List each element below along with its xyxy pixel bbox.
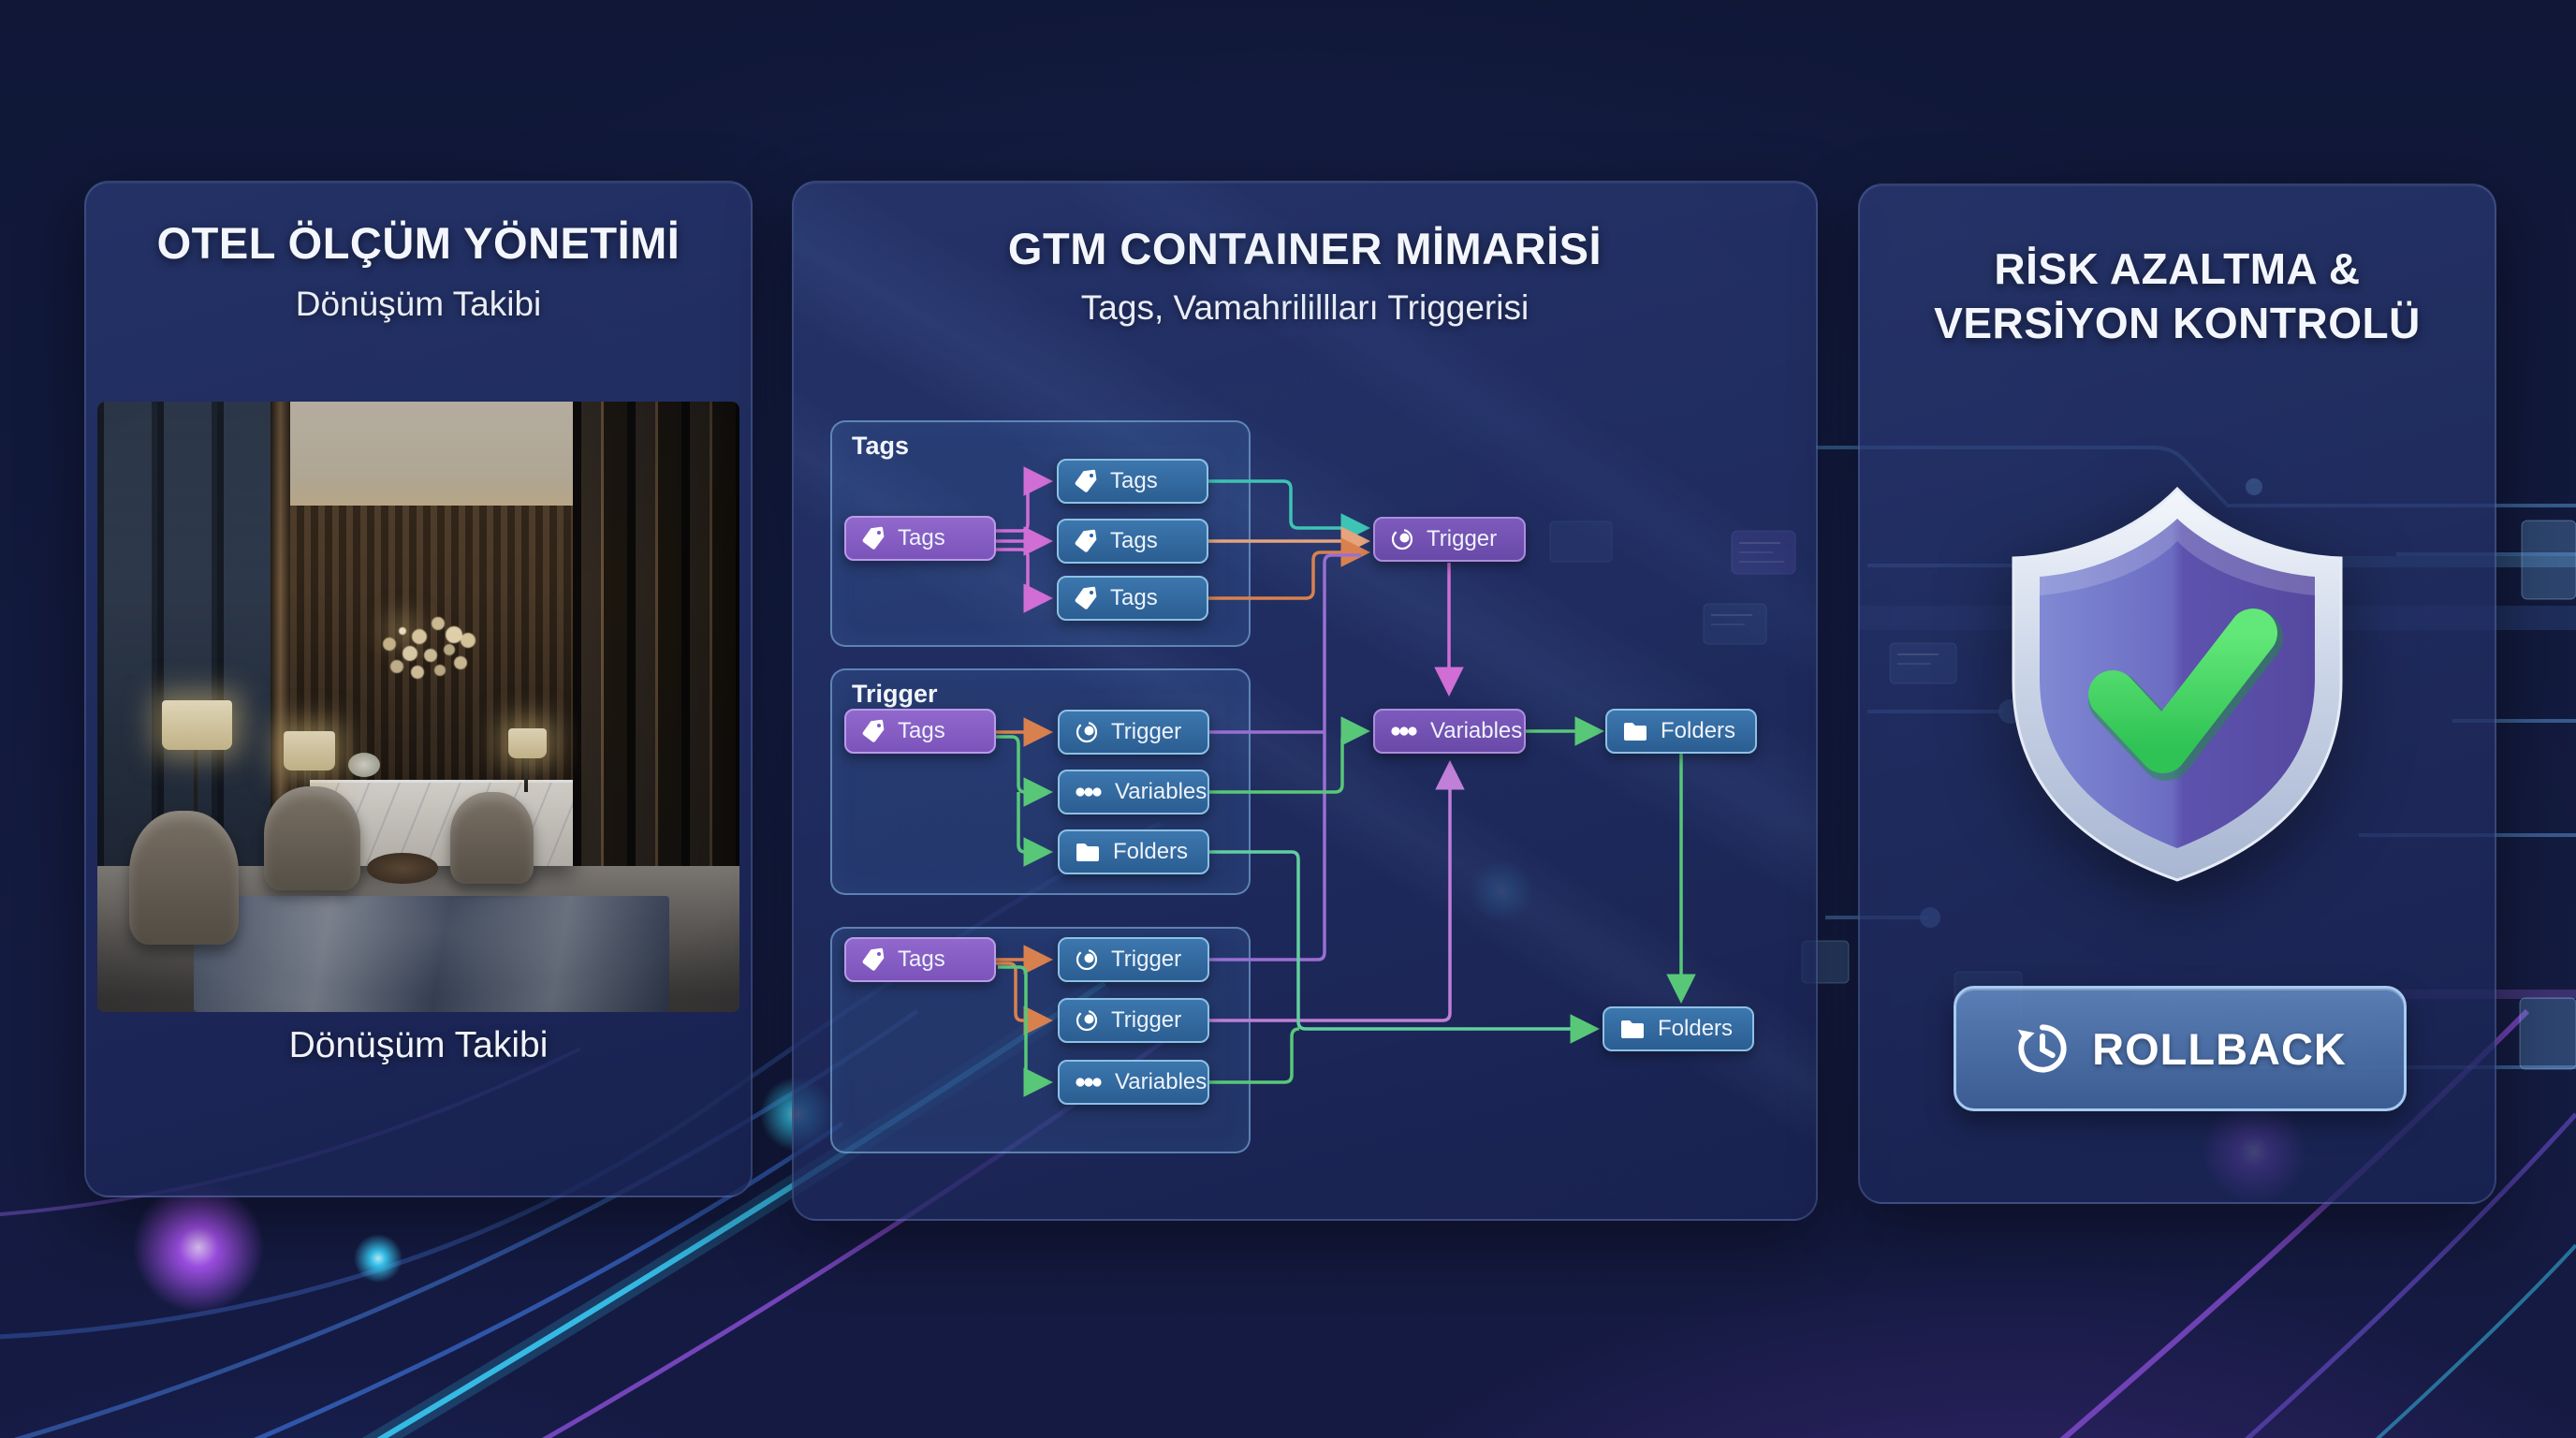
trigger-icon xyxy=(1075,720,1099,744)
node-label: Folders xyxy=(1658,1016,1734,1041)
node-label: Trigger xyxy=(1427,526,1498,551)
tag-icon xyxy=(1074,529,1098,553)
tag-icon xyxy=(861,719,886,743)
node-folders-hub-1: Folders xyxy=(1605,709,1757,754)
node-label: Trigger xyxy=(1111,1007,1182,1033)
node-label: Tags xyxy=(898,946,945,972)
node-tags-1: Tags xyxy=(1057,459,1208,504)
risk-version-panel: RİSK AZALTMA & VERSİYON KONTROLÜ xyxy=(1858,183,2496,1204)
node-label: Variables xyxy=(1430,718,1523,743)
hotel-lobby-image xyxy=(97,402,739,1012)
image-vignette xyxy=(97,402,739,1012)
node-trigger-g2: Trigger xyxy=(1058,710,1209,755)
node-label: Variables xyxy=(1115,1069,1208,1094)
variables-icon xyxy=(1075,1070,1103,1094)
shield-checkmark-icon xyxy=(2002,483,2353,886)
node-variables-hub: Variables xyxy=(1373,709,1526,754)
tag-icon xyxy=(861,526,886,550)
node-variables-g3: Variables xyxy=(1058,1060,1209,1105)
rollback-history-icon xyxy=(2013,1020,2071,1078)
node-label: Trigger xyxy=(1111,719,1182,744)
node-label: Folders xyxy=(1661,718,1736,743)
gtm-architecture-panel: GTM CONTAINER MİMARİSİ Tags, Vamahrilill… xyxy=(792,181,1818,1221)
mid-panel-title: GTM CONTAINER MİMARİSİ xyxy=(1007,224,1603,273)
node-label: Tags xyxy=(1110,468,1158,493)
folder-icon xyxy=(1622,720,1648,742)
node-folders-g2: Folders xyxy=(1058,829,1209,874)
folder-icon xyxy=(1075,841,1101,863)
node-label: Folders xyxy=(1113,839,1189,864)
node-trigger-g3a: Trigger xyxy=(1058,937,1209,982)
folder-icon xyxy=(1619,1018,1646,1040)
node-tags-source-2: Tags xyxy=(844,709,996,754)
node-label: Tags xyxy=(898,525,945,550)
right-title-line2: VERSİYON KONTROLÜ xyxy=(1934,299,2421,347)
trigger-icon xyxy=(1075,947,1099,972)
trigger-icon xyxy=(1390,527,1414,551)
node-trigger-g3b: Trigger xyxy=(1058,998,1209,1043)
mid-panel-subtitle: Tags, Vamahrilillları Triggerisi xyxy=(1080,288,1530,327)
node-tags-source-3: Tags xyxy=(844,937,996,982)
node-tags-2: Tags xyxy=(1057,519,1208,564)
gtm-flow-diagram: Tags Trigger xyxy=(794,183,1816,1219)
left-panel-title: OTEL ÖLÇÜM YÖNETİMİ xyxy=(156,218,681,268)
node-label: Tags xyxy=(898,718,945,743)
right-panel-title: RİSK AZALTMA & VERSİYON KONTROLÜ xyxy=(1860,242,2495,350)
node-label: Variables xyxy=(1115,779,1208,804)
node-label: Trigger xyxy=(1111,946,1182,972)
right-title-line1: RİSK AZALTMA & xyxy=(1994,244,2361,293)
hotel-measurement-panel: OTEL ÖLÇÜM YÖNETİMİ Dönüşüm Takibi xyxy=(84,181,753,1197)
rollback-button[interactable]: ROLLBACK xyxy=(1954,986,2407,1111)
trigger-icon xyxy=(1075,1008,1099,1033)
tag-icon xyxy=(861,947,886,972)
tag-icon xyxy=(1074,586,1098,610)
node-trigger-hub: Trigger xyxy=(1373,517,1526,562)
left-panel-caption: Dönüşüm Takibi xyxy=(288,1025,549,1065)
group-tags-label: Tags xyxy=(852,432,910,460)
tag-icon xyxy=(1074,469,1098,493)
rollback-button-label: ROLLBACK xyxy=(2092,1023,2347,1074)
node-tags-source-1: Tags xyxy=(844,516,996,561)
node-variables-g2: Variables xyxy=(1058,770,1209,814)
variables-icon xyxy=(1075,780,1103,804)
node-label: Tags xyxy=(1110,585,1158,610)
node-tags-3: Tags xyxy=(1057,576,1208,621)
node-folders-hub-2: Folders xyxy=(1603,1006,1754,1051)
left-panel-subtitle: Dönüşüm Takibi xyxy=(295,285,542,323)
node-label: Tags xyxy=(1110,528,1158,553)
variables-icon xyxy=(1390,719,1418,743)
group-trigger-label: Trigger xyxy=(852,680,938,708)
